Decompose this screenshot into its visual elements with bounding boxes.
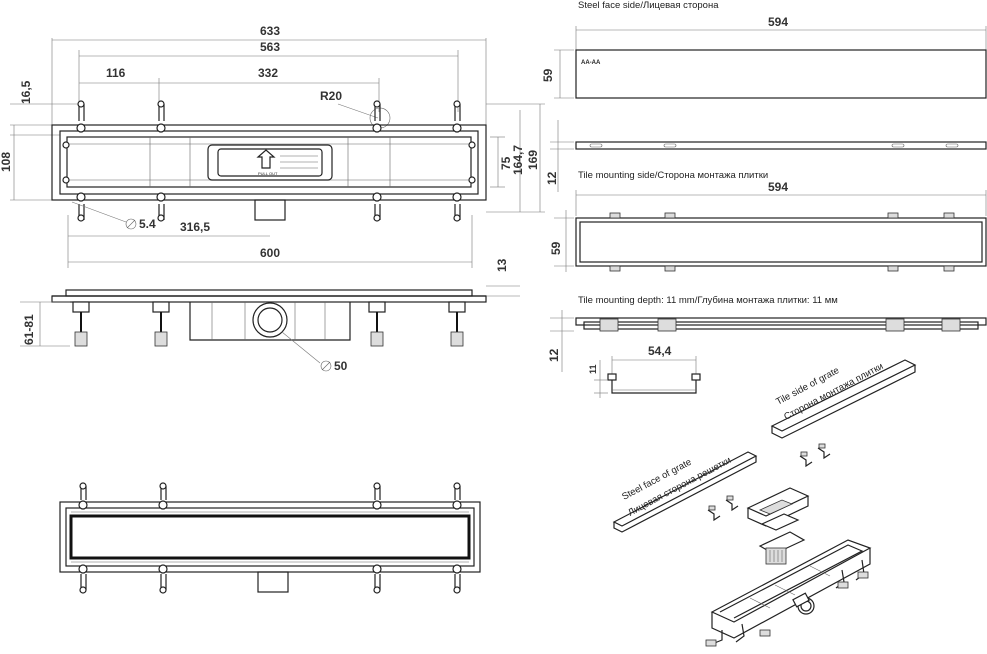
caption-steel-face: Steel face side/Лицевая сторона (578, 0, 719, 11)
dim-164-7: 164,7 (511, 145, 525, 175)
exploded-view: Tile side of grate Сторона монтажа плитк… (612, 359, 917, 647)
tile-mounting-panel: Tile mounting side/Сторона монтажа плитк… (549, 170, 987, 272)
pull-out-label: PULL OUT (258, 171, 278, 176)
dim-116: 116 (106, 66, 126, 80)
dim-332: 332 (258, 66, 278, 80)
channel-body-iso (705, 539, 872, 647)
legs-side (72, 301, 466, 347)
dim-316-5: 316,5 (180, 220, 210, 234)
dim-13: 13 (495, 258, 509, 272)
grate-tile-side: Tile side of grate Сторона монтажа плитк… (770, 359, 917, 439)
side-view: 13 50 (20, 258, 520, 373)
dim-594-mid: 594 (768, 180, 788, 194)
grate-steel-face: Steel face of grate Лицевая сторона реше… (612, 451, 758, 533)
tile-depth-panel: Tile mounting depth: 11 mm/Глубина монта… (547, 295, 987, 398)
dim-633: 633 (260, 24, 280, 38)
dim-50: 50 (334, 359, 348, 373)
dim-54-4: 54,4 (648, 344, 672, 358)
dim-59-mid: 59 (549, 241, 563, 255)
grate-clips (707, 443, 831, 522)
dim-12-bot: 12 (547, 348, 561, 362)
dim-169: 169 (526, 150, 540, 170)
legs-top (62, 100, 476, 222)
dim-594-top: 594 (768, 15, 788, 29)
bottom-plan-view (59, 482, 481, 594)
dim-563: 563 (260, 40, 280, 54)
steel-face-panel: Steel face side/Лицевая сторона 594 AA-A… (541, 0, 987, 192)
dim-11: 11 (588, 364, 598, 374)
caption-tile-depth: Tile mounting depth: 11 mm/Глубина монта… (578, 295, 838, 306)
top-view: 633 563 116 332 16,5 108 R20 (0, 24, 545, 268)
legs-bottom-plan (78, 482, 462, 594)
dim-108: 108 (0, 152, 13, 172)
siphon-insert (746, 487, 810, 565)
dim-600: 600 (260, 246, 280, 260)
dim-r20: R20 (320, 89, 342, 103)
dim-75: 75 (499, 156, 513, 170)
dim-16-5: 16,5 (19, 80, 33, 104)
caption-tile-mounting-side: Tile mounting side/Сторона монтажа плитк… (578, 170, 768, 181)
dim-5-4: 5.4 (139, 217, 156, 231)
dim-12-top: 12 (545, 171, 559, 185)
dim-59-top: 59 (541, 68, 555, 82)
logo: AA-AA (581, 60, 601, 66)
dim-61-81: 61-81 (22, 314, 36, 345)
